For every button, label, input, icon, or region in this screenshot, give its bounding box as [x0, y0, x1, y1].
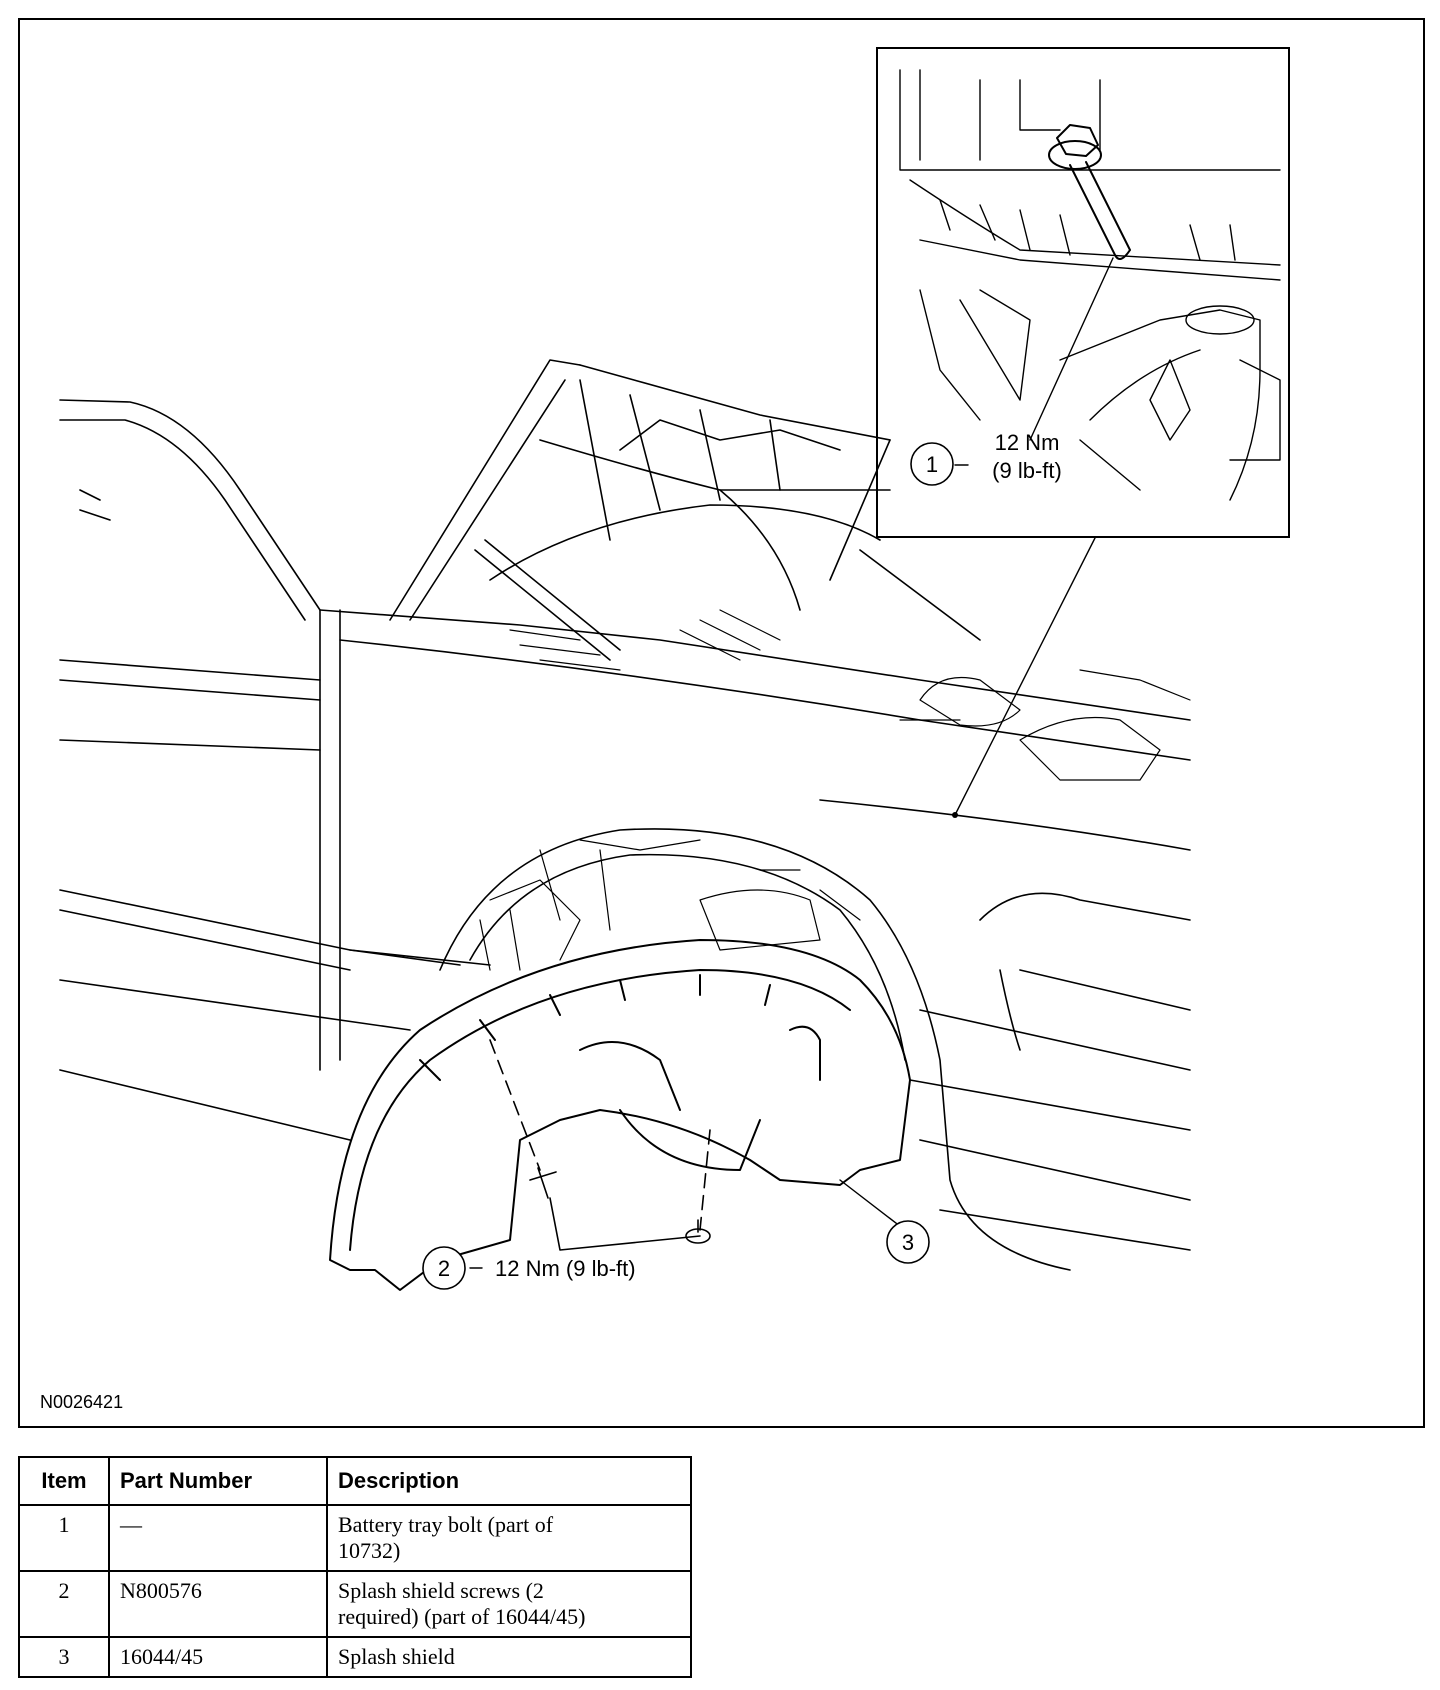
- callout-1-number: 1: [926, 452, 938, 477]
- description-line-1: Splash shield: [338, 1644, 455, 1669]
- hood-struts: [474, 539, 981, 661]
- cell-item: 2: [18, 1570, 110, 1638]
- table-row: 3 16044/45 Splash shield: [18, 1636, 692, 1678]
- splash-shield-part: [329, 939, 911, 1291]
- splash-shield-screws: [489, 1039, 711, 1251]
- leader-dot: [952, 812, 958, 818]
- body-side-lines: [59, 609, 491, 1141]
- callout-3-number: 3: [902, 1230, 914, 1255]
- callout-2-torque: 12 Nm (9 lb-ft): [495, 1256, 636, 1281]
- leader-lines: [469, 257, 1114, 1269]
- figure-frame: 1 12 Nm (9 lb-ft) 2 12 Nm (9 lb-ft) 3 N0…: [18, 18, 1425, 1428]
- cell-part-number: —: [108, 1504, 328, 1572]
- header-item: Item: [18, 1456, 110, 1506]
- callout-3: 3: [886, 1220, 930, 1264]
- cell-item: 1: [18, 1504, 110, 1572]
- inset-detail-box: [876, 47, 1290, 538]
- wheel-well-components: [479, 839, 861, 971]
- callout-1-torque-lbft: (9 lb-ft): [992, 458, 1062, 483]
- description-line-1: Battery tray bolt (part of: [338, 1512, 554, 1537]
- cell-part-number: 16044/45: [108, 1636, 328, 1678]
- cell-item: 3: [18, 1636, 110, 1678]
- fender-outline: [319, 609, 1191, 1251]
- callout-1-torque-nm: 12 Nm: [995, 430, 1060, 455]
- description-line-2: 10732): [338, 1538, 401, 1563]
- cell-part-number: N800576: [108, 1570, 328, 1638]
- engine-bay-detail: [509, 609, 1191, 781]
- windshield-pillar: [59, 399, 321, 621]
- figure-id: N0026421: [40, 1392, 124, 1412]
- header-description: Description: [326, 1456, 692, 1506]
- wheel-arch: [439, 828, 1071, 1271]
- vehicle-line-drawing: 1 12 Nm (9 lb-ft) 2 12 Nm (9 lb-ft) 3: [59, 47, 1290, 1291]
- table-header-row: Item Part Number Description: [18, 1456, 692, 1506]
- callout-2: 2 12 Nm (9 lb-ft): [422, 1246, 636, 1290]
- description-line-1: Splash shield screws (2: [338, 1578, 544, 1603]
- cell-description: Splash shield: [326, 1636, 692, 1678]
- parts-table: Item Part Number Description 1 — Battery…: [18, 1456, 692, 1678]
- callout-1: 1 12 Nm (9 lb-ft): [910, 430, 1062, 486]
- battery-tray-bolt-part: [1048, 124, 1131, 260]
- description-line-2: required) (part of 16044/45): [338, 1604, 586, 1629]
- header-part-number: Part Number: [108, 1456, 328, 1506]
- inset-detail-drawing: [899, 69, 1281, 501]
- callout-2-number: 2: [438, 1256, 450, 1281]
- hood-raised: [389, 359, 891, 621]
